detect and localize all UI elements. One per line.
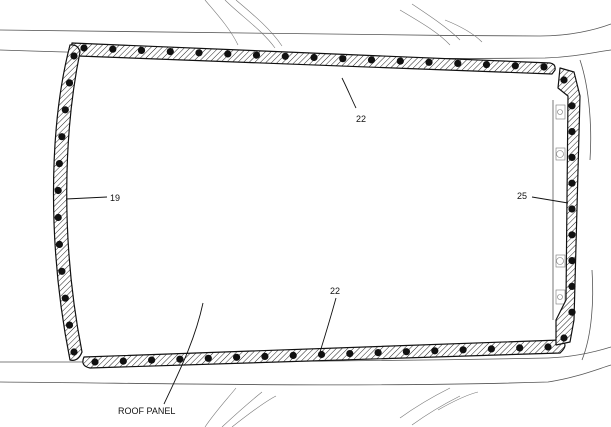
- bead-dot: [339, 55, 347, 63]
- bead-dot: [317, 350, 326, 359]
- label-right-strip: 25: [517, 191, 527, 201]
- bead-dot: [58, 267, 66, 275]
- bead-dot: [91, 358, 99, 366]
- bead-dot: [148, 356, 156, 364]
- bead-dot: [195, 49, 203, 57]
- bead-dot: [55, 160, 64, 168]
- bead-dot: [58, 133, 66, 141]
- bead-dot: [568, 231, 576, 239]
- bead-dot: [402, 348, 410, 356]
- bead-dot: [568, 282, 576, 290]
- bead-dot: [425, 58, 433, 66]
- bead-dot: [568, 153, 576, 161]
- left-seal-strip: [52, 44, 83, 361]
- bead-dot: [374, 349, 382, 357]
- bead-dot: [109, 45, 117, 53]
- bead-dot: [261, 352, 269, 360]
- bead-dot: [346, 350, 354, 358]
- bead-dot: [459, 346, 467, 354]
- bead-dot: [568, 257, 576, 265]
- bead-dot: [54, 213, 62, 222]
- bead-dot: [560, 334, 568, 342]
- bead-dot: [544, 343, 552, 351]
- seal-beads: [54, 44, 576, 366]
- bead-dot: [482, 61, 491, 69]
- bead-dot: [61, 294, 69, 302]
- bead-dot: [281, 52, 289, 60]
- label-roof-panel: ROOF PANEL: [118, 406, 175, 416]
- bead-dot: [568, 205, 576, 213]
- label-bottom-strip: 22: [330, 286, 340, 296]
- bead-dot: [367, 56, 376, 64]
- bead-dot: [252, 51, 261, 59]
- bead-dot: [70, 348, 78, 356]
- bead-dot: [568, 128, 576, 136]
- bead-dot: [61, 106, 69, 114]
- bead-dot: [431, 347, 439, 355]
- bead-dot: [233, 353, 241, 361]
- bead-dot: [568, 308, 576, 316]
- label-left-strip: 19: [110, 193, 120, 203]
- bead-dot: [568, 102, 576, 110]
- bead-dot: [70, 52, 78, 60]
- bead-dot: [137, 46, 146, 55]
- leader-lines: [65, 77, 569, 405]
- bead-dot: [80, 44, 88, 52]
- bead-dot: [487, 345, 495, 353]
- bead-dot: [224, 50, 232, 58]
- bead-dot: [176, 355, 184, 363]
- bead-dot: [289, 351, 297, 359]
- bead-dot: [204, 354, 212, 362]
- bead-dot: [568, 179, 576, 187]
- bead-dot: [396, 57, 404, 65]
- bead-dot: [54, 186, 62, 195]
- right-side-fasteners: [555, 104, 566, 305]
- bead-dot: [511, 62, 519, 70]
- label-top-strip: 22: [356, 114, 366, 124]
- bead-dot: [55, 240, 64, 248]
- bead-dot: [166, 48, 174, 56]
- bead-dot: [65, 321, 74, 329]
- bead-dot: [119, 357, 127, 365]
- bead-dot: [65, 79, 74, 87]
- bead-dot: [540, 63, 548, 71]
- bead-dot: [516, 344, 524, 352]
- bead-dot: [310, 53, 318, 62]
- right-seal-strip: [555, 67, 581, 346]
- bead-dot: [454, 59, 462, 67]
- bead-dot: [560, 76, 568, 84]
